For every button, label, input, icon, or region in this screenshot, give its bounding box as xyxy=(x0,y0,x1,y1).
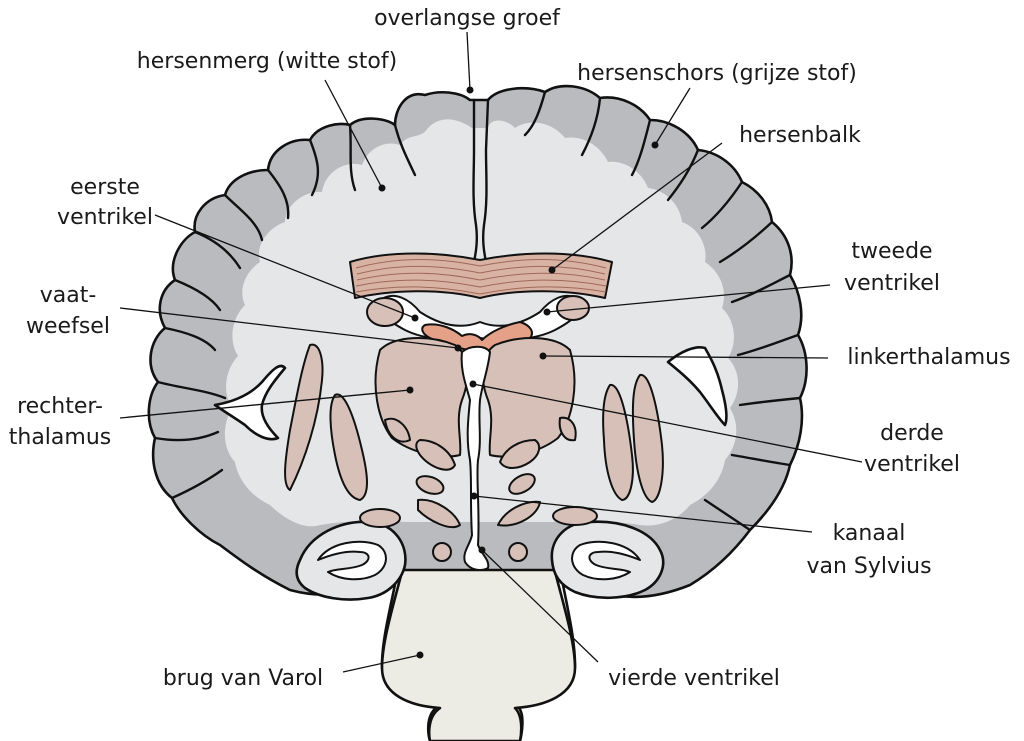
leader-lines xyxy=(119,31,863,673)
label-rechterthalamus-2: thalamus xyxy=(9,425,111,450)
label-hersenschors: hersenschors (grijze stof) xyxy=(577,61,857,86)
right-hippocampus-fold xyxy=(571,540,641,581)
left-putamen xyxy=(284,343,324,491)
label-kanaal-1: kanaal xyxy=(833,521,906,546)
label-eerste-ventrikel-2: ventrikel xyxy=(57,205,153,230)
label-hersenmerg: hersenmerg (witte stof) xyxy=(137,49,397,74)
right-small-nucleus-1 xyxy=(558,416,577,442)
right-globus xyxy=(631,373,664,503)
label-eerste-ventrikel-1: eerste xyxy=(70,175,140,200)
right-nucleus-2 xyxy=(508,473,536,495)
corpus-callosum-fibers xyxy=(355,259,607,295)
label-vierde-ventrikel: vierde ventrikel xyxy=(608,666,780,691)
left-small-nucleus-1 xyxy=(384,417,411,443)
left-nucleus-4 xyxy=(432,542,452,562)
sulci xyxy=(153,90,802,532)
label-linkerthalamus: linkerthalamus xyxy=(847,345,1010,370)
right-mammillary xyxy=(499,439,541,469)
left-nucleus-3 xyxy=(417,498,461,529)
left-mammillary xyxy=(415,439,456,471)
right-lateral-fissure xyxy=(666,346,728,427)
left-lateral-fissure xyxy=(213,364,287,441)
label-tweede-ventrikel-1: tweede xyxy=(851,239,932,264)
label-hersenbalk: hersenbalk xyxy=(739,123,861,148)
label-overlangse-groef: overlangse groef xyxy=(374,6,561,31)
label-derde-ventrikel-2: ventrikel xyxy=(864,452,960,477)
left-globus xyxy=(329,393,368,501)
label-derde-ventrikel-1: derde xyxy=(880,421,944,446)
corpus-callosum xyxy=(349,252,613,299)
label-rechterthalamus-1: rechter- xyxy=(17,394,103,419)
right-nucleus-4 xyxy=(508,542,528,562)
left-caudate xyxy=(366,297,404,327)
labels: overlangse groef hersenmerg (witte stof)… xyxy=(9,6,1011,691)
right-nucleus-3 xyxy=(497,500,541,527)
brainstem-fill xyxy=(380,558,577,741)
left-temporal-lobe xyxy=(295,520,407,601)
right-putamen xyxy=(602,383,634,501)
left-hippocampus-fold xyxy=(317,540,387,581)
label-brug-van-varol: brug van Varol xyxy=(163,666,323,691)
third-ventricle xyxy=(460,345,491,571)
left-temporal-nucleus xyxy=(359,508,401,528)
label-vaatweefsel-1: vaat- xyxy=(40,283,97,308)
label-vaatweefsel-2: weefsel xyxy=(26,314,110,339)
right-temporal-nucleus xyxy=(552,506,598,526)
left-nucleus-2 xyxy=(415,475,445,495)
label-kanaal-2: van Sylvius xyxy=(806,554,931,579)
label-tweede-ventrikel-2: ventrikel xyxy=(844,271,940,296)
